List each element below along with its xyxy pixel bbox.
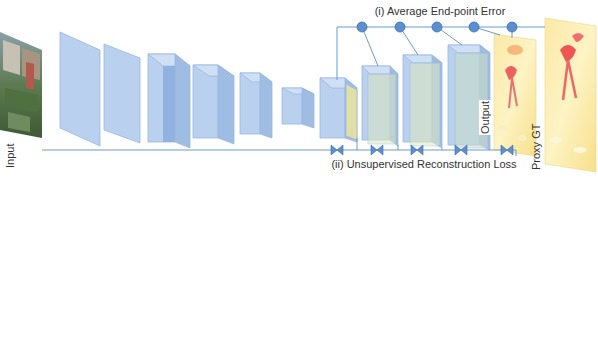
loss-label: (i) Average End-point Error <box>375 5 506 18</box>
encoder-layers <box>60 32 314 148</box>
loss-nodes <box>357 22 517 32</box>
proxy-gt-image <box>545 18 596 172</box>
epe-loss-lines <box>337 27 545 80</box>
loss-label: (ii) Unsupervised Reconstruction Loss <box>331 158 516 171</box>
reconstruction-lines <box>42 138 516 156</box>
image-label: Proxy GT <box>530 124 543 170</box>
input-image <box>0 32 42 138</box>
decoder-layers <box>320 45 490 150</box>
image-label: Output <box>479 100 492 135</box>
warp-symbols <box>331 145 513 155</box>
image-label: Input <box>4 144 17 168</box>
output-flow-image <box>494 34 536 156</box>
